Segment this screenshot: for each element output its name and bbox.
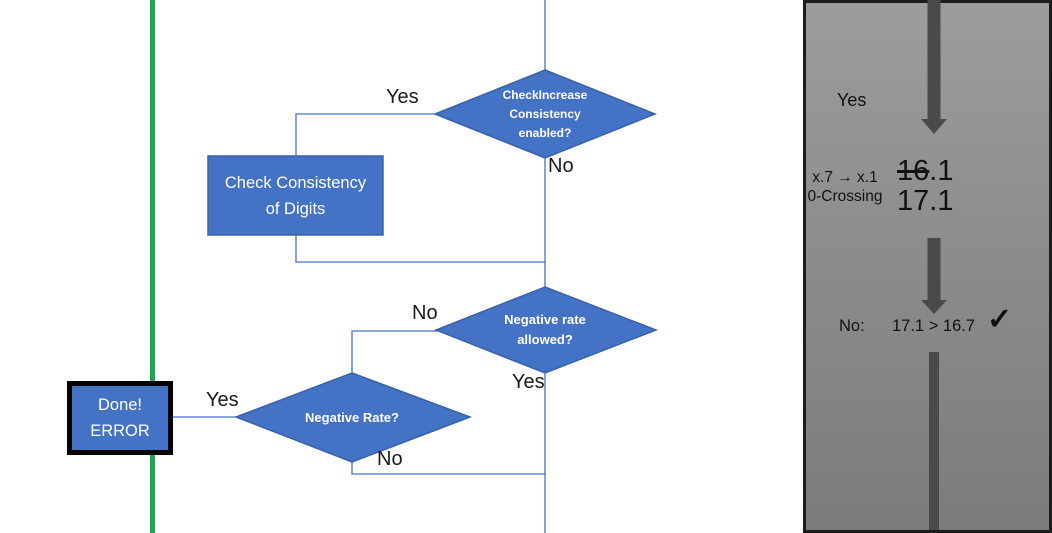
decision-negative-rate-allowed-label: Negative rate allowed? bbox=[504, 312, 586, 347]
connector-negrate-no bbox=[351, 461, 545, 475]
edge-label-yes: Yes bbox=[512, 371, 545, 393]
panel-current-value: 17.1 bbox=[897, 185, 954, 217]
connector-negrateallowed-no bbox=[351, 330, 438, 374]
panel-result-comparison: 17.1 > 16.7 bbox=[892, 317, 976, 335]
decision-check-increase bbox=[432, 69, 658, 159]
edge-label-yes: Yes bbox=[386, 86, 419, 108]
panel-previous-value-rest: .1 bbox=[929, 155, 954, 187]
decision-negative-rate bbox=[233, 372, 473, 463]
connector-checkincrease-yes bbox=[295, 113, 440, 157]
edge-label-yes: Yes bbox=[206, 389, 239, 411]
decision-negative-rate-label: Negative Rate? bbox=[305, 410, 399, 425]
edge-label-no: No bbox=[412, 302, 438, 324]
panel-result-label: No: bbox=[839, 317, 865, 335]
edge-label-no: No bbox=[548, 155, 574, 177]
edge-label-no: No bbox=[377, 448, 403, 470]
terminator-done-error-label: Done! ERROR bbox=[90, 396, 150, 440]
process-check-consistency-label: Check Consistency of Digits bbox=[224, 173, 367, 218]
panel-transition-note: x.7 → x.1 0-Crossing bbox=[807, 169, 883, 205]
terminator-done-error bbox=[67, 381, 173, 455]
panel-previous-value-struck: 16 bbox=[897, 155, 930, 187]
process-check-consistency bbox=[207, 155, 384, 236]
connector-checkconsistency-out bbox=[295, 234, 545, 263]
down-arrow-icon bbox=[921, 300, 947, 314]
decision-negative-rate-allowed bbox=[433, 286, 659, 374]
panel-yes-label: Yes bbox=[837, 90, 867, 110]
panel-previous-value: 16.1 bbox=[897, 156, 953, 186]
check-icon: ✓ bbox=[987, 303, 1013, 336]
down-arrow-icon bbox=[921, 119, 947, 134]
decision-check-increase-label: CheckIncrease Consistency enabled? bbox=[502, 87, 588, 140]
